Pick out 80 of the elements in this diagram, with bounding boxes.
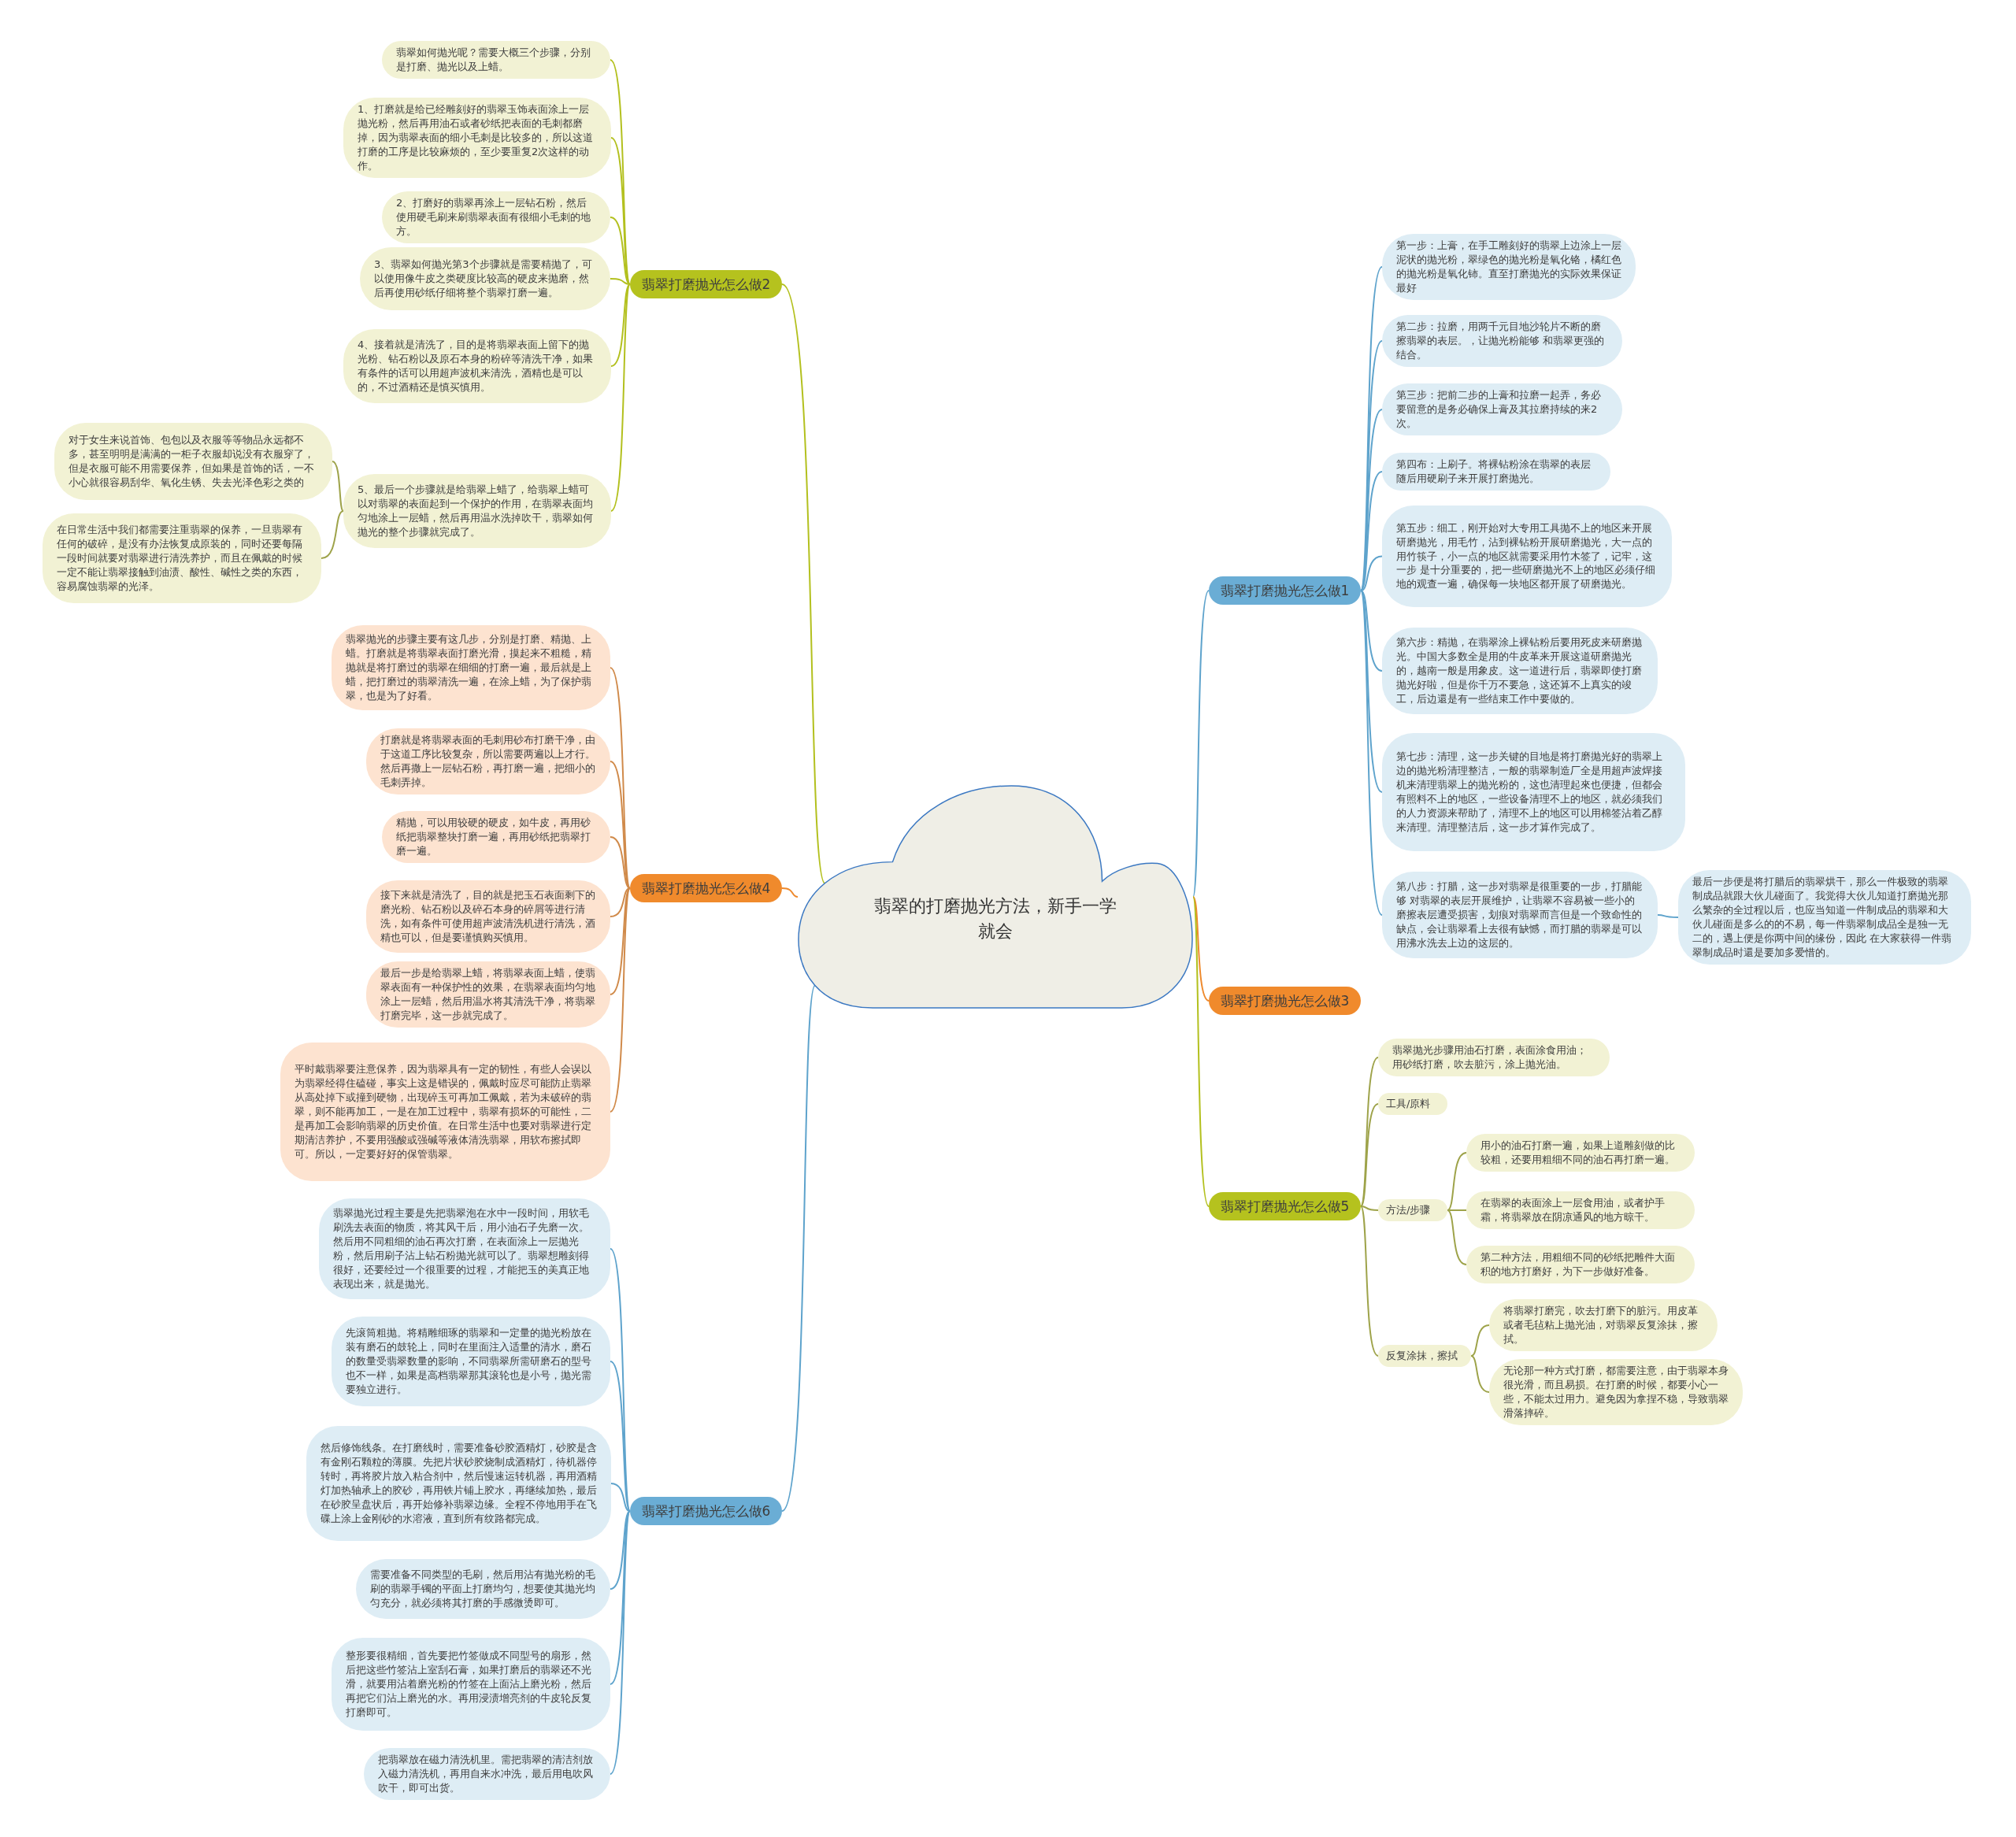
subtopic-bubble: 3、翡翠如何抛光第3个步骤就是需要精抛了，可以使用像牛皮之类硬度比较高的硬皮来抛磨，然后再使用砂纸仔细将整个翡翠打磨一遍。: [360, 247, 610, 310]
subtopic-bubble: 然后修饰线条。在打磨线时，需要准备砂胶酒精灯，砂胶是含有金刚石颗粒的薄膜。先把片状砂胶烧制成酒精灯，待机器停转时，再将胶片放入粘合剂中，然后慢速运转机器，再用酒精灯加热轴承上的胶砂，再用铁片铺上胶水，再继续加热，最后在砂胶呈盘状后，再开始修补翡翠边缘。全程不停地用手在飞碟上涂上金刚砂的水溶液，直到所有纹路都完成。: [306, 1426, 611, 1541]
subtopic-bubble: 用小的油石打磨一遍，如果上道雕刻做的比较粗，还要用粗细不同的油石再打磨一遍。: [1466, 1134, 1695, 1172]
subtopic-bubble: 第五步：细工，刚开始对大专用工具抛不上的地区来开展研磨抛光，用毛竹，沾到裸钻粉开展研磨抛光，大一点的用竹筷子，小一点的地区就需要采用竹木签了，记牢，这一步 是十分重要的，把一些研磨抛光不上的地区必须仔细地的观查一遍，确保每一块地区都开展了研磨抛光。: [1382, 506, 1672, 607]
connector-line: [1360, 1206, 1379, 1357]
subtopic-bubble: 第四布：上刷子。将裸钻粉涂在翡翠的表层随后用硬刷子来开展打磨抛光。: [1382, 453, 1610, 491]
subtopic-bubble: 2、打磨好的翡翠再涂上一层钻石粉，然后使用硬毛刷来刷翡翠表面有很细小毛刺的地方。: [382, 191, 610, 243]
connector-line: [1360, 590, 1383, 916]
branch-topic: 翡翠打磨抛光怎么做6: [630, 1497, 782, 1525]
connector-line: [610, 278, 631, 285]
subtopic-bubble: 第七步：清理，这一步关键的目地是将打磨抛光好的翡翠上边的抛光粉清理整洁，一般的翡翠制造厂全是用超声波焊接机来清理翡翠上的抛光粉的，这也清理起來也便捷，但都会有照料不上的地区，一些设备清理不上的地区，就必须我们的人力资源来帮助了，清理不上的地区可以用棉签沾着乙醇来清理。清理整洁后，这一步才算作完成了。: [1382, 733, 1685, 851]
subtopic-bubble: 第三步：把前二步的上膏和拉磨一起弄，务必要留意的是务必确保上膏及其拉磨持续的来2次。: [1382, 383, 1622, 435]
subtopic-tag: 工具/原料: [1378, 1093, 1447, 1115]
branch-topic: 翡翠打磨抛光怎么做5: [1209, 1192, 1361, 1220]
connector-line: [1360, 1103, 1379, 1207]
connector-line: [610, 1248, 631, 1512]
connector-line: [781, 887, 799, 898]
subtopic-bubble: 把翡翠放在磁力清洗机里。需把翡翠的清洁剂放入磁力清洗机，再用自来水冲洗，最后用电吹风吹干，即可出货。: [364, 1748, 610, 1800]
connector-line: [610, 887, 631, 917]
connector-line: [332, 461, 344, 512]
subtopic-bubble: 翡翠抛光步骤用油石打磨，表面涂食用油；用砂纸打磨，吹去脏污，涂上抛光油。: [1378, 1039, 1610, 1076]
subtopic-bubble: 第六步：精抛，在翡翠涂上裸钻粉后要用死皮来研磨抛光。中国大多数全是用的牛皮革来开展这道研磨抛光的，越南一般是用象皮。这一道进行后，翡翠即使打磨抛光好啦，但是你千万不要急，这还算不上真实的竣工，后边還是有一些结束工作中要做的。: [1382, 628, 1658, 714]
subtopic-bubble: 第二步：拉磨，用两千元目地沙轮片不断的磨擦翡翠的表层。，让抛光粉能够 和翡翠更强的结合。: [1382, 315, 1622, 367]
subtopic-bubble: 翡翠抛光过程主要是先把翡翠泡在水中一段时间，用软毛刷洗去表面的物质，将其风干后，用小油石子先磨一次。然后用不同粗细的油石再次打磨，在表面涂上一层抛光粉，然后用刷子沾上钻石粉抛光就可以了。翡翠想雕刻得很好，还要经过一个很重要的过程，才能把玉的美真正地表现出来，就是抛光。: [319, 1198, 610, 1299]
subtopic-bubble: 接下来就是清洗了，目的就是把玉石表面剩下的磨光粉、钻石粉以及碎石本身的碎屑等进行清洗，如有条件可使用超声波清洗机进行清洗，酒精也可以，但是要谨慎购买慎用。: [366, 880, 610, 953]
connector-line: [1360, 471, 1383, 591]
connector-line: [1657, 914, 1679, 918]
subtopic-bubble: 无论那一种方式打磨，都需要注意，由于翡翠本身很光滑，而且易损。在打磨的时候，都要小心一些，不能太过用力。避免因为拿捏不稳，导致翡翠滑落摔碎。: [1489, 1359, 1743, 1425]
subtopic-bubble: 需要准备不同类型的毛刷，然后用沾有抛光粉的毛刷的翡翠手镯的平面上打磨均匀，想要使其抛光均匀充分，就必须将其打磨的手感微烫即可。: [356, 1559, 610, 1619]
connector-line: [1447, 1209, 1467, 1265]
subtopic-bubble: 整形要很精细，首先要把竹签做成不同型号的扇形，然后把这些竹签沾上室刮石膏，如果打磨后的翡翠还不光滑，就要用沾着磨光粉的竹签在上面沾上磨光粉，然后再把它们沾上磨光的水。再用浸渍增亮剂的牛皮轮反复打磨即可。: [332, 1638, 610, 1731]
connector-line: [610, 283, 631, 512]
connector-line: [610, 887, 631, 995]
connector-line: [1360, 1206, 1379, 1211]
subtopic-bubble: 4、接着就是清洗了，目的是将翡翠表面上留下的抛光粉、钻石粉以及原石本身的粉碎等清洗干净，如果有条件的话可以用超声波机来清洗，酒精也是可以的，不过酒精还是慎买慎用。: [343, 329, 611, 403]
subtopic-bubble: 翡翠抛光的步骤主要有这几步，分别是打磨、精抛、上蜡。打磨就是将翡翠表面打磨光滑，摸起来不粗糙，精抛就是将打磨过的翡翠在细细的打磨一遍，最后就是上蜡，把打磨过的翡翠清洗一遍，在涂上蜡，为了保护翡翠，也是为了好看。: [332, 625, 610, 710]
connector-line: [610, 887, 631, 1113]
subtopic-bubble: 将翡翠打磨完，吹去打磨下的脏污。用皮革或者毛毡粘上抛光油，对翡翠反复涂抹，擦拭。: [1489, 1299, 1718, 1351]
central-topic-text: 翡翠的打磨抛光方法，新手一学就会: [873, 894, 1117, 943]
connector-line: [781, 283, 826, 884]
connector-line: [1447, 1209, 1467, 1211]
connector-line: [1192, 896, 1210, 1002]
connector-line: [610, 1361, 631, 1512]
connector-line: [610, 1510, 631, 1590]
connector-line: [1360, 590, 1383, 672]
subtopic-bubble: 最后一步便是将打腊后的翡翠烘干，那么一件极致的翡翠制成品就跟大伙儿碰面了。我觉得大伙儿知道打磨抛光那么繁杂的全过程以后，也应当知道一件制成品的翡翠和大伙儿碰面是多么的的不易，每一件翡翠制成品全是独一无二的，遇上便是你两中间的缘份，因此 在大家获得一件翡翠制成品时還是要加多爱惜的。: [1678, 870, 1971, 965]
subtopic-bubble: 打磨就是将翡翠表面的毛刺用砂布打磨干净，由于这道工序比较复杂，所以需要两遍以上才行。然后再撒上一层钻石粉，再打磨一遍，把细小的毛刺弄掉。: [366, 728, 610, 794]
subtopic-tag: 方法/步骤: [1378, 1199, 1447, 1221]
subtopic-bubble: 对于女生来说首饰、包包以及衣服等等物品永远都不多，甚至明明是满满的一柜子衣服却说没有衣服穿了，但是衣服可能不用需要保养，但如果是首饰的话，一不小心就很容易刮华、氧化生锈、失去光泽色彩之类的: [54, 423, 332, 500]
subtopic-bubble: 先滚筒粗抛。将精雕细琢的翡翠和一定量的抛光粉放在装有磨石的鼓轮上，同时在里面注入适量的清水，磨石的数量受翡翠数量的影响，不同翡翠所需研磨石的型号也不一样，如果是高档翡翠那其滚轮也是小号，抛光需要独立进行。: [332, 1317, 610, 1406]
subtopic-bubble: 在日常生活中我们都需要注重翡翠的保养，一旦翡翠有任何的破碎，是没有办法恢复成原装的，同时还要每隔一段时间就要对翡翠进行清洗养护，而且在佩戴的时候一定不能让翡翠接触到油渍、酸性、碱性之类的东西，容易腐蚀翡翠的光泽。: [43, 513, 321, 603]
subtopic-bubble: 第一步：上膏，在手工雕刻好的翡翠上边涂上一层泥状的抛光粉，翠绿色的抛光粉是氧化铬，橘红色的抛光粉是氧化铈。直至打磨抛光的实际效果保证最好: [1382, 234, 1636, 300]
subtopic-bubble: 精抛，可以用较硬的硬皮，如牛皮，再用砂纸把翡翠整块打磨一遍，再用砂纸把翡翠打磨一遍。: [382, 811, 610, 863]
connector-line: [1192, 896, 1210, 1207]
connector-line: [610, 283, 631, 367]
connector-line: [1470, 1324, 1490, 1357]
connector-line: [1360, 1057, 1379, 1207]
branch-topic: 翡翠打磨抛光怎么做3: [1209, 987, 1361, 1015]
connector-line: [1470, 1355, 1490, 1393]
subtopic-bubble: 在翡翠的表面涂上一层食用油，或者护手霜，将翡翠放在阴凉通风的地方晾干。: [1466, 1191, 1695, 1229]
connector-line: [610, 836, 631, 889]
connector-line: [321, 510, 344, 559]
subtopic-bubble: 最后一步是给翡翠上蜡，将翡翠表面上蜡，使翡翠表面有一种保护性的效果，在翡翠表面均匀地涂上一层蜡，然后用温水将其清洗干净，将翡翠打磨完毕，这一步就完成了。: [366, 961, 610, 1028]
branch-topic: 翡翠打磨抛光怎么做4: [630, 874, 782, 902]
connector-line: [610, 761, 631, 889]
subtopic-bubble: 5、最后一个步骤就是给翡翠上蜡了，给翡翠上蜡可以对翡翠的表面起到一个保护的作用，在翡翠表面均匀地涂上一层蜡，然后再用温水洗掉吹干，翡翠如何抛光的整个步骤就完成了。: [343, 474, 611, 548]
subtopic-bubble: 平时戴翡翠要注意保养，因为翡翠具有一定的韧性，有些人会误以为翡翠经得住磕碰，事实上这是错误的，佩戴时应尽可能防止翡翠从高处掉下或撞到硬物，出现碎玉可再加工佩戴，若为未破碎的翡翠，则不能再加工，一是在加工过程中，翡翠有损坏的可能性，二是再加工会影响翡翠的历史价值。在日常生活中也要对翡翠进行定期清洁养护，不要用强酸或强碱等液体清洗翡翠，用软布擦拭即可。所以，一定要好好的保管翡翠。: [280, 1043, 610, 1181]
subtopic-bubble: 翡翠如何抛光呢？需要大概三个步骤，分别是打磨、抛光以及上蜡。: [382, 41, 610, 79]
subtopic-bubble: 第八步：打腊，这一步对翡翠是很重要的一步，打腊能够 对翡翠的表层开展维护，让翡翠不容易被一些小的磨擦表层遭受损害，划痕对翡翠而言但是一个致命性的缺点，会让翡翠看上去很有缺憾，而打腊的翡翠是可以用沸水洗去上边的这层的。: [1382, 872, 1658, 958]
connector-line: [1447, 1152, 1467, 1211]
subtopic-bubble: 1、打磨就是给已经雕刻好的翡翠玉饰表面涂上一层抛光粉，然后再用油石或者砂纸把表面的毛刺都磨掉，因为翡翠表面的细小毛刺是比较多的，所以这道打磨的工序是比较麻烦的，至少要重复2次这样的动作。: [343, 98, 611, 178]
connector-line: [610, 217, 631, 285]
connector-line: [610, 1483, 631, 1512]
branch-topic: 翡翠打磨抛光怎么做2: [630, 270, 782, 298]
connector-line: [1192, 590, 1210, 898]
connector-line: [1360, 555, 1383, 591]
subtopic-bubble: 第二种方法，用粗细不同的砂纸把雕件大面积的地方打磨好，为下一步做好准备。: [1466, 1246, 1695, 1283]
subtopic-tag: 反复涂抹，擦拭: [1378, 1345, 1471, 1367]
branch-topic: 翡翠打磨抛光怎么做1: [1209, 576, 1361, 605]
connector-line: [781, 984, 817, 1512]
